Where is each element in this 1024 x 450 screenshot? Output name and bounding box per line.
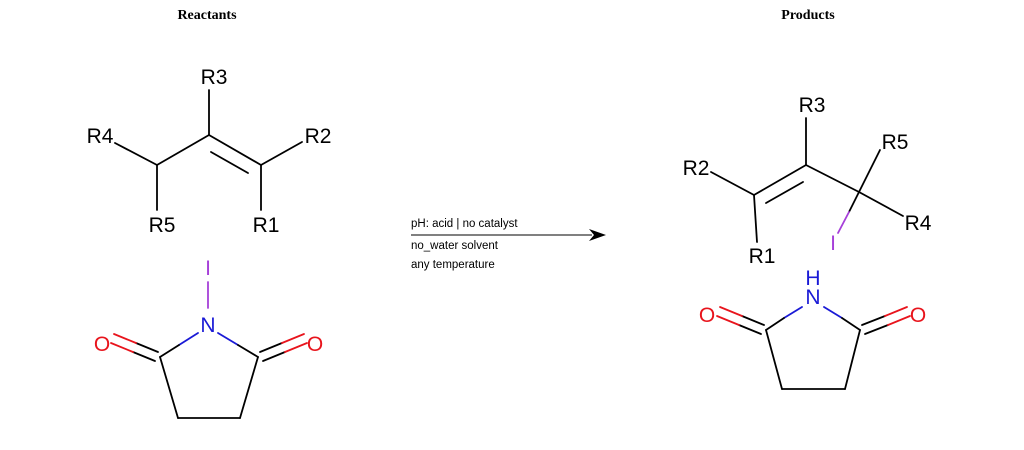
atom-nh-hydrogen: H (805, 267, 820, 290)
reactant-alkene: R4 R3 R2 R5 R1 (87, 66, 332, 237)
atom-r3: R3 (799, 94, 826, 117)
product-iodoalkene: R2 R3 R5 R4 R1 I (683, 94, 932, 268)
atom-r1: R1 (749, 245, 776, 268)
reactant-n-iodosuccinimide: I N O O (94, 257, 323, 419)
product-succinimide: H N O O (699, 267, 926, 390)
reactants-heading: Reactants (177, 8, 237, 23)
products-heading: Products (781, 8, 835, 23)
atom-r5: R5 (149, 214, 176, 237)
atom-iodine: I (830, 232, 836, 255)
atom-r4: R4 (87, 125, 114, 148)
atom-nitrogen: N (200, 314, 215, 337)
atom-r1: R1 (253, 214, 280, 237)
atom-r5: R5 (882, 131, 909, 154)
atom-oxygen-left: O (94, 333, 110, 356)
condition-solvent: no_water solvent (411, 240, 498, 252)
atom-oxygen-right: O (910, 304, 926, 327)
atom-iodine: I (205, 257, 211, 280)
atom-r2: R2 (305, 125, 332, 148)
condition-ph-catalyst: pH: acid | no catalyst (411, 218, 518, 230)
atom-r4: R4 (905, 212, 932, 235)
atom-oxygen-left: O (699, 304, 715, 327)
reaction-arrow (411, 229, 606, 241)
condition-temperature: any temperature (411, 259, 495, 271)
atom-r3: R3 (201, 66, 228, 89)
atom-oxygen-right: O (307, 333, 323, 356)
atom-nitrogen: N (805, 286, 820, 309)
atom-r2: R2 (683, 157, 710, 180)
